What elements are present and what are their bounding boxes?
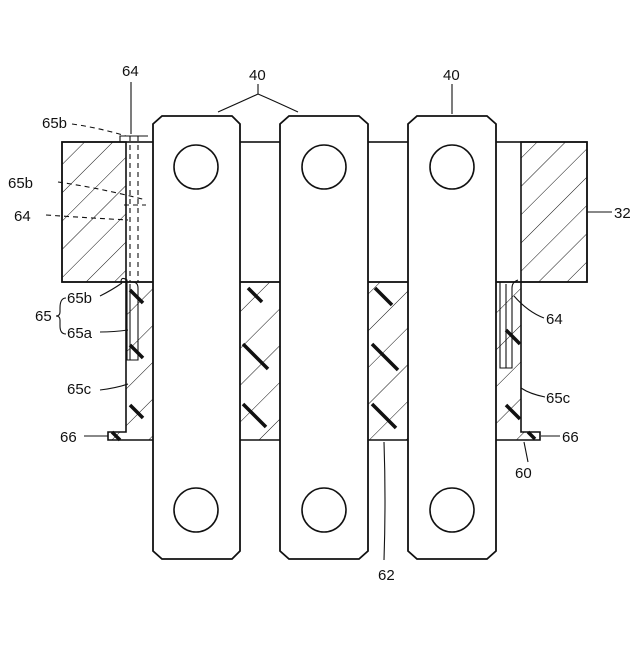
label-65b-bracket: 65b [67,290,92,307]
label-60: 60 [515,465,532,482]
label-62: 62 [378,567,395,584]
label-65b-mid: 65b [8,175,33,192]
label-66-right: 66 [562,429,579,446]
label-32: 32 [614,205,631,222]
label-65c-right: 65c [546,390,571,407]
terminal-40-right [408,116,496,559]
label-66-left: 66 [60,429,77,446]
label-64-top: 64 [122,63,139,80]
label-40-left: 40 [249,67,266,84]
label-65a: 65a [67,325,93,342]
label-64-left: 64 [14,208,31,225]
terminal-40-left [153,116,240,559]
label-64-right: 64 [546,311,563,328]
terminal-40-middle [280,116,368,559]
label-65b-top: 65b [42,115,67,132]
label-40-right: 40 [443,67,460,84]
label-65: 65 [35,308,52,325]
label-65c-left: 65c [67,381,92,398]
